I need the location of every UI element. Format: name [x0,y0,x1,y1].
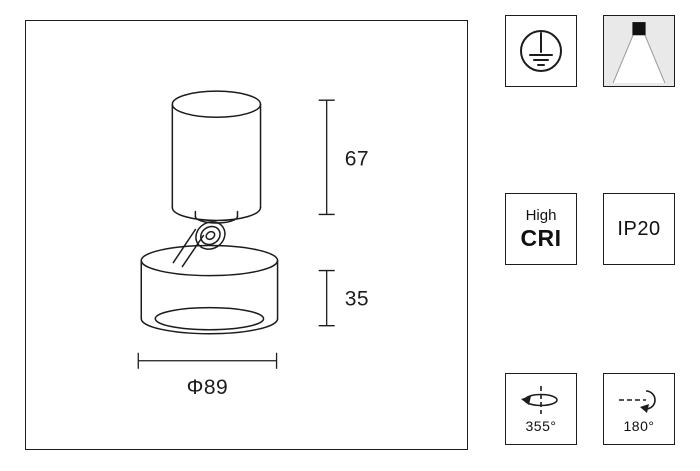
rotation-axis-icon [521,385,558,414]
badge-ip-rating: IP20 [603,193,675,265]
dimension-drawing: 67 35 Φ89 [25,20,468,450]
protective-earth-icon [520,30,562,72]
tilt-angle-label: 180° [623,417,655,434]
dimension-diameter-label: Φ89 [187,376,229,399]
surface-mounted-beam-icon [604,16,674,86]
badge-tilt: 180° [603,373,675,445]
badge-high-cri: High CRI [505,193,577,265]
badge-surface-mounted [603,15,675,87]
luminaire-line-drawing: 67 35 Φ89 [137,90,369,399]
lamp-body [140,90,279,335]
cri-high-label: High [525,206,557,224]
dimension-bottom-height-label: 35 [345,288,369,311]
rotation-angle-label: 355° [525,417,557,434]
badge-rotation: 355° [505,373,577,445]
dimension-top-height-label: 67 [345,147,369,170]
dimension-lines [137,99,335,369]
badge-protection-class [505,15,577,87]
ip-rating-label: IP20 [617,217,661,240]
tilt-arc-icon [619,389,656,413]
cri-label: CRI [520,224,562,251]
